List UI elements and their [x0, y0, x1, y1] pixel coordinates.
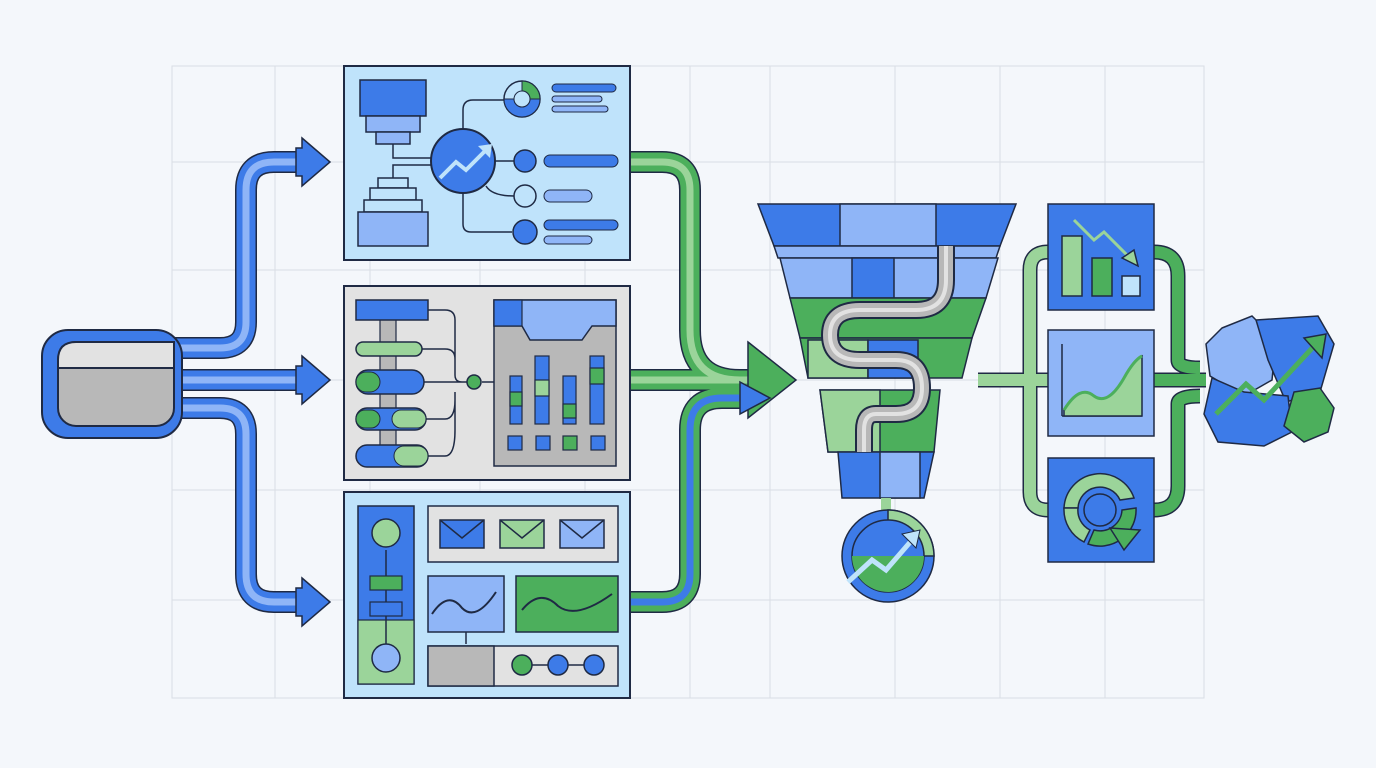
declining-bar-chart-icon — [1047, 203, 1155, 311]
source-arrowheads — [295, 136, 332, 628]
stacked-bar-chart-icon — [507, 355, 606, 451]
source-to-panels-pipes — [175, 151, 306, 613]
refresh-cycle-icon — [1047, 457, 1155, 563]
funnel-to-results-pipes — [978, 244, 1206, 518]
funnel-input-arrowheads — [739, 340, 798, 420]
panels-to-funnel-pipes — [630, 151, 760, 613]
growth-arrow-circle-icon — [841, 509, 935, 603]
panel-dashboard — [343, 491, 631, 699]
trend-up-icon — [430, 128, 496, 194]
panel-flowchart — [343, 285, 631, 481]
area-chart-icon — [1047, 329, 1155, 437]
hexagon-cluster-growth-icon — [1203, 315, 1335, 447]
panel-analytics — [343, 65, 631, 261]
database-cylinder-icon — [41, 329, 183, 439]
envelope-icon — [439, 519, 605, 549]
